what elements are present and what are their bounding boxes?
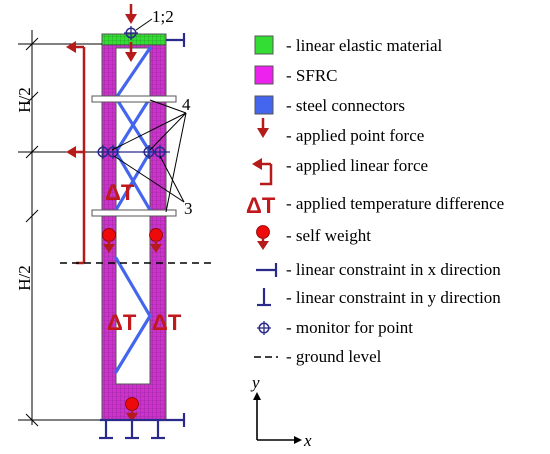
monitor-point-icon: [256, 320, 272, 336]
connectors-label: 4: [182, 95, 191, 114]
legend-text-ground: - ground level: [286, 347, 382, 366]
linear-elastic-top-plate: [101, 33, 167, 46]
x-constraint-icon: [256, 263, 278, 277]
y-constraints-bottom: [99, 413, 186, 440]
x-constraint-top: [166, 33, 186, 47]
legend-text-linear-elastic: - linear elastic material: [286, 36, 442, 55]
delta-t-icon: ΔT: [246, 193, 276, 218]
linear-force-arrowhead: [66, 146, 76, 158]
axis-y-label: y: [250, 373, 260, 392]
blue-square-icon: [254, 95, 274, 115]
point-force-arrow-icon: [255, 116, 271, 140]
dimension-label-lower: H/2: [15, 265, 34, 291]
linear-force-arrow-icon: [252, 158, 273, 186]
legend-text-linear-force: - applied linear force: [286, 156, 428, 175]
self-weight-icon: [255, 224, 271, 252]
legend: ΔT - linear elastic material - SFRC - st…: [246, 35, 504, 366]
wall-structure: [91, 33, 177, 421]
dimension-label-upper: H/2: [15, 87, 34, 113]
top-points-label: 1;2: [152, 7, 174, 26]
legend-text-monitor: - monitor for point: [286, 318, 413, 337]
top-points-leader: [135, 18, 153, 31]
y-constraint-icon: [257, 288, 271, 307]
linear-force-arrowhead: [66, 41, 76, 53]
green-square-icon: [254, 35, 274, 55]
legend-text-steel-connectors: - steel connectors: [286, 96, 405, 115]
legend-text-self-weight: - self weight: [286, 226, 371, 245]
temperature-difference-symbol: ΔT: [107, 310, 137, 335]
steel-connectors: [114, 46, 152, 374]
monitors-leaders: [113, 155, 185, 203]
dimension-lines: [18, 30, 102, 427]
legend-text-y-constraint: - linear constraint in y direction: [286, 288, 501, 307]
monitors-label: 3: [184, 199, 193, 218]
connectors-leaders: [111, 99, 187, 213]
legend-text-point-force: - applied point force: [286, 126, 424, 145]
magenta-square-icon: [254, 65, 274, 85]
applied-point-force-arrow: [123, 2, 139, 26]
temperature-difference-symbol: ΔT: [105, 180, 135, 205]
horizontal-sections: [91, 95, 177, 217]
temperature-difference-symbol: ΔT: [152, 310, 182, 335]
legend-text-x-constraint: - linear constraint in x direction: [286, 260, 501, 279]
legend-text-temperature: - applied temperature difference: [286, 194, 504, 213]
coordinate-axes: [253, 392, 302, 444]
axis-x-label: x: [303, 431, 312, 450]
legend-text-sfrc: - SFRC: [286, 66, 338, 85]
